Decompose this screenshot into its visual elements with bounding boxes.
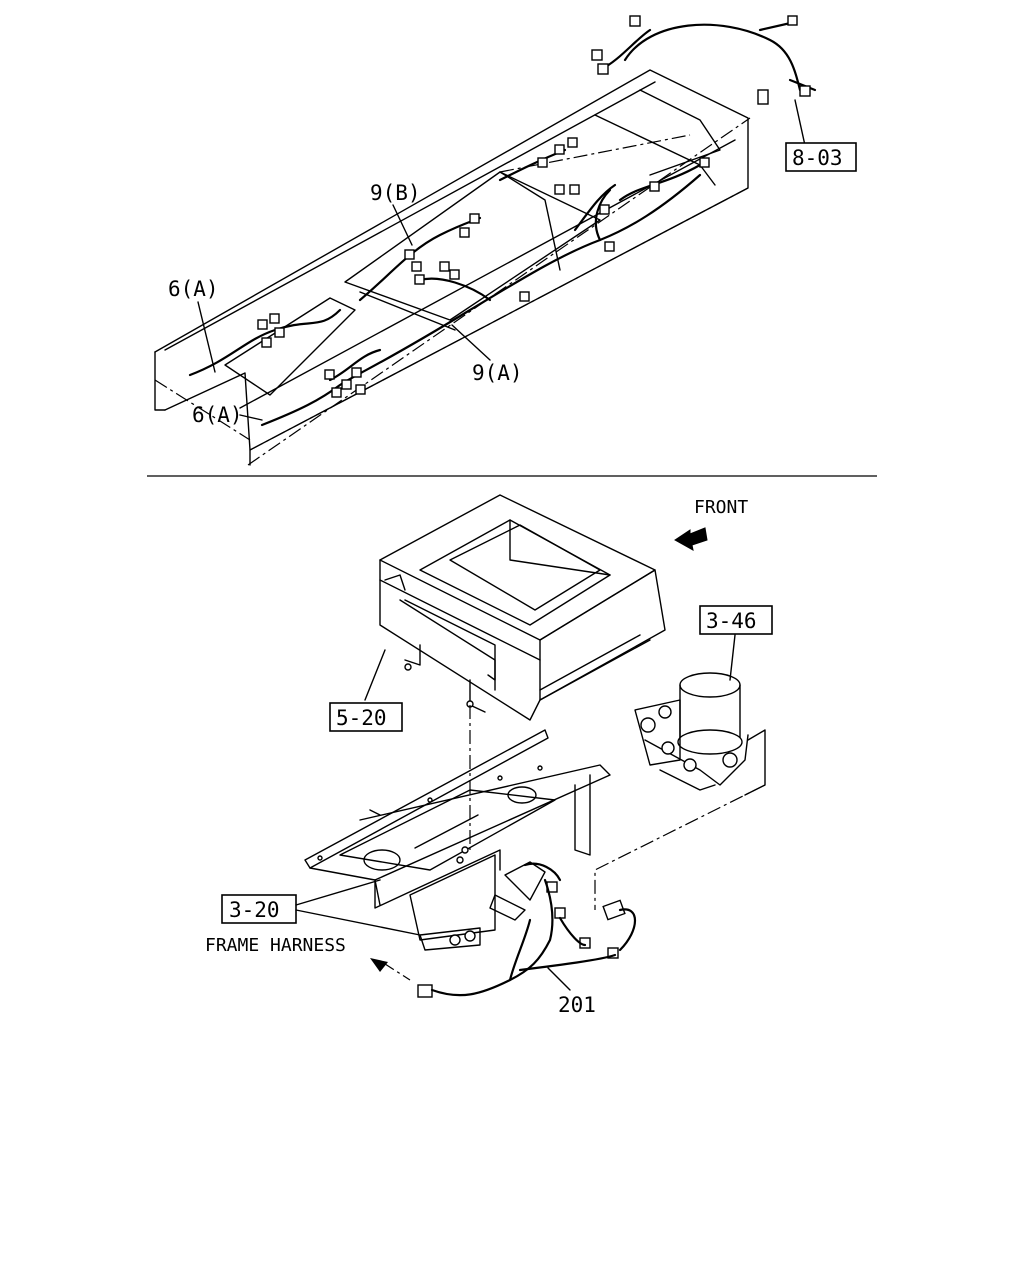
frame-harness-arrow-icon [370, 958, 388, 972]
battery-box-assembly [379, 494, 666, 721]
front-label: FRONT [694, 497, 748, 518]
ref-9a[interactable]: 9(A) [472, 361, 523, 385]
harness-connectors [257, 15, 811, 398]
ref-3-46[interactable]: 3-46 [706, 609, 757, 633]
ref-5-20[interactable]: 5-20 [336, 706, 387, 730]
ref-9b[interactable]: 9(B) [370, 181, 421, 205]
ref-8-03[interactable]: 8-03 [792, 146, 843, 170]
ref-box-3-20 [221, 894, 297, 924]
ref-6a-upper[interactable]: 6(A) [168, 277, 219, 301]
ref-3-20[interactable]: 3-20 [229, 898, 280, 922]
frame-bracket-assembly [304, 729, 611, 941]
part-201[interactable]: 201 [558, 993, 596, 1017]
ref-6a-lower[interactable]: 6(A) [192, 403, 243, 427]
upper-frame-assembly [154, 15, 817, 466]
air-dryer-assembly [634, 672, 766, 796]
ref-box-8-03 [785, 142, 857, 172]
front-arrow-icon [674, 527, 708, 551]
harness-201-assembly [417, 861, 636, 998]
ref-box-3-46 [699, 605, 773, 635]
ref-box-5-20 [329, 702, 403, 732]
frame-harness-label[interactable]: FRAME HARNESS [205, 935, 346, 956]
